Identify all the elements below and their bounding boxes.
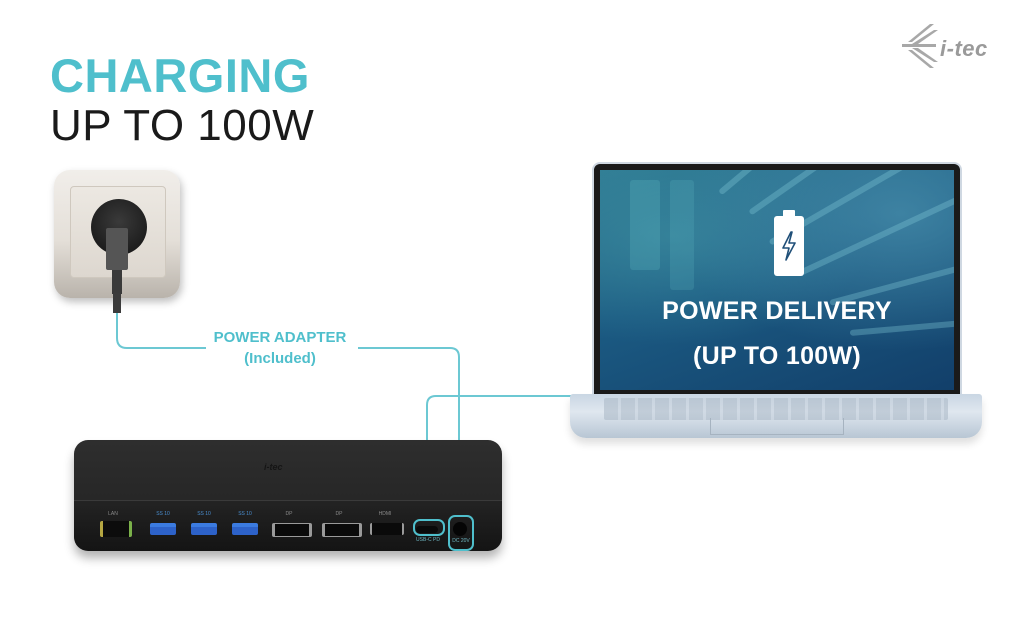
port-label-usb-1: SS 10 bbox=[156, 511, 170, 517]
usb-c-highlight bbox=[413, 519, 445, 536]
port-lan bbox=[100, 521, 132, 537]
port-label-dp-2: DP bbox=[335, 511, 343, 517]
port-label-dp-1: DP bbox=[285, 511, 293, 517]
laptop-base bbox=[570, 394, 982, 438]
port-label-dc-in: DC 20V bbox=[452, 538, 470, 544]
dc-in-highlight bbox=[448, 515, 474, 551]
power-adapter-line1: POWER ADAPTER bbox=[213, 329, 347, 346]
port-displayport-1 bbox=[272, 523, 312, 537]
docking-station: i-tec LAN SS 10 SS 10 SS 10 DP DP HDMI U… bbox=[74, 440, 502, 551]
headline-title: CHARGING bbox=[50, 49, 310, 102]
port-label-hdmi: HDMI bbox=[378, 511, 392, 517]
brand-logo-text: i-tec bbox=[940, 36, 988, 61]
power-delivery-title: POWER DELIVERY bbox=[662, 297, 892, 325]
port-displayport-2 bbox=[322, 523, 362, 537]
power-adapter-label: POWER ADAPTER (Included) bbox=[205, 327, 355, 369]
laptop-touchpad bbox=[710, 418, 844, 435]
headline-subtitle: UP TO 100W bbox=[50, 101, 315, 150]
power-adapter-line2: (Included) bbox=[244, 350, 316, 367]
dock-front-panel: LAN SS 10 SS 10 SS 10 DP DP HDMI USB-C P… bbox=[74, 500, 502, 551]
power-cord bbox=[113, 293, 121, 313]
port-usb-a-2 bbox=[191, 523, 217, 535]
port-label-lan: LAN bbox=[108, 511, 118, 517]
plug-strain-relief bbox=[112, 270, 122, 294]
port-label-usb-2: SS 10 bbox=[197, 511, 211, 517]
port-dc-in bbox=[453, 522, 467, 536]
port-hdmi bbox=[370, 523, 404, 535]
laptop-keyboard bbox=[604, 398, 948, 420]
adapter-cable-left bbox=[116, 312, 206, 349]
port-usb-a-3 bbox=[232, 523, 258, 535]
port-usb-c-pd bbox=[416, 526, 438, 533]
laptop-screen: POWER DELIVERY (UP TO 100W) bbox=[600, 170, 954, 390]
wall-socket bbox=[54, 170, 180, 298]
battery-cap bbox=[783, 210, 795, 217]
adapter-cable-right bbox=[358, 347, 460, 515]
laptop-cable bbox=[426, 395, 592, 520]
plug-head bbox=[106, 228, 128, 270]
dock-logo-text: i-tec bbox=[264, 462, 283, 472]
port-label-usb-3: SS 10 bbox=[238, 511, 252, 517]
i-tec-logo-icon bbox=[902, 24, 938, 68]
port-label-usb-c-pd: USB-C PD bbox=[416, 537, 440, 543]
laptop-lid: POWER DELIVERY (UP TO 100W) bbox=[592, 162, 962, 398]
power-delivery-subtitle: (UP TO 100W) bbox=[693, 342, 861, 370]
battery-charging-icon bbox=[774, 216, 804, 276]
port-usb-a-1 bbox=[150, 523, 176, 535]
